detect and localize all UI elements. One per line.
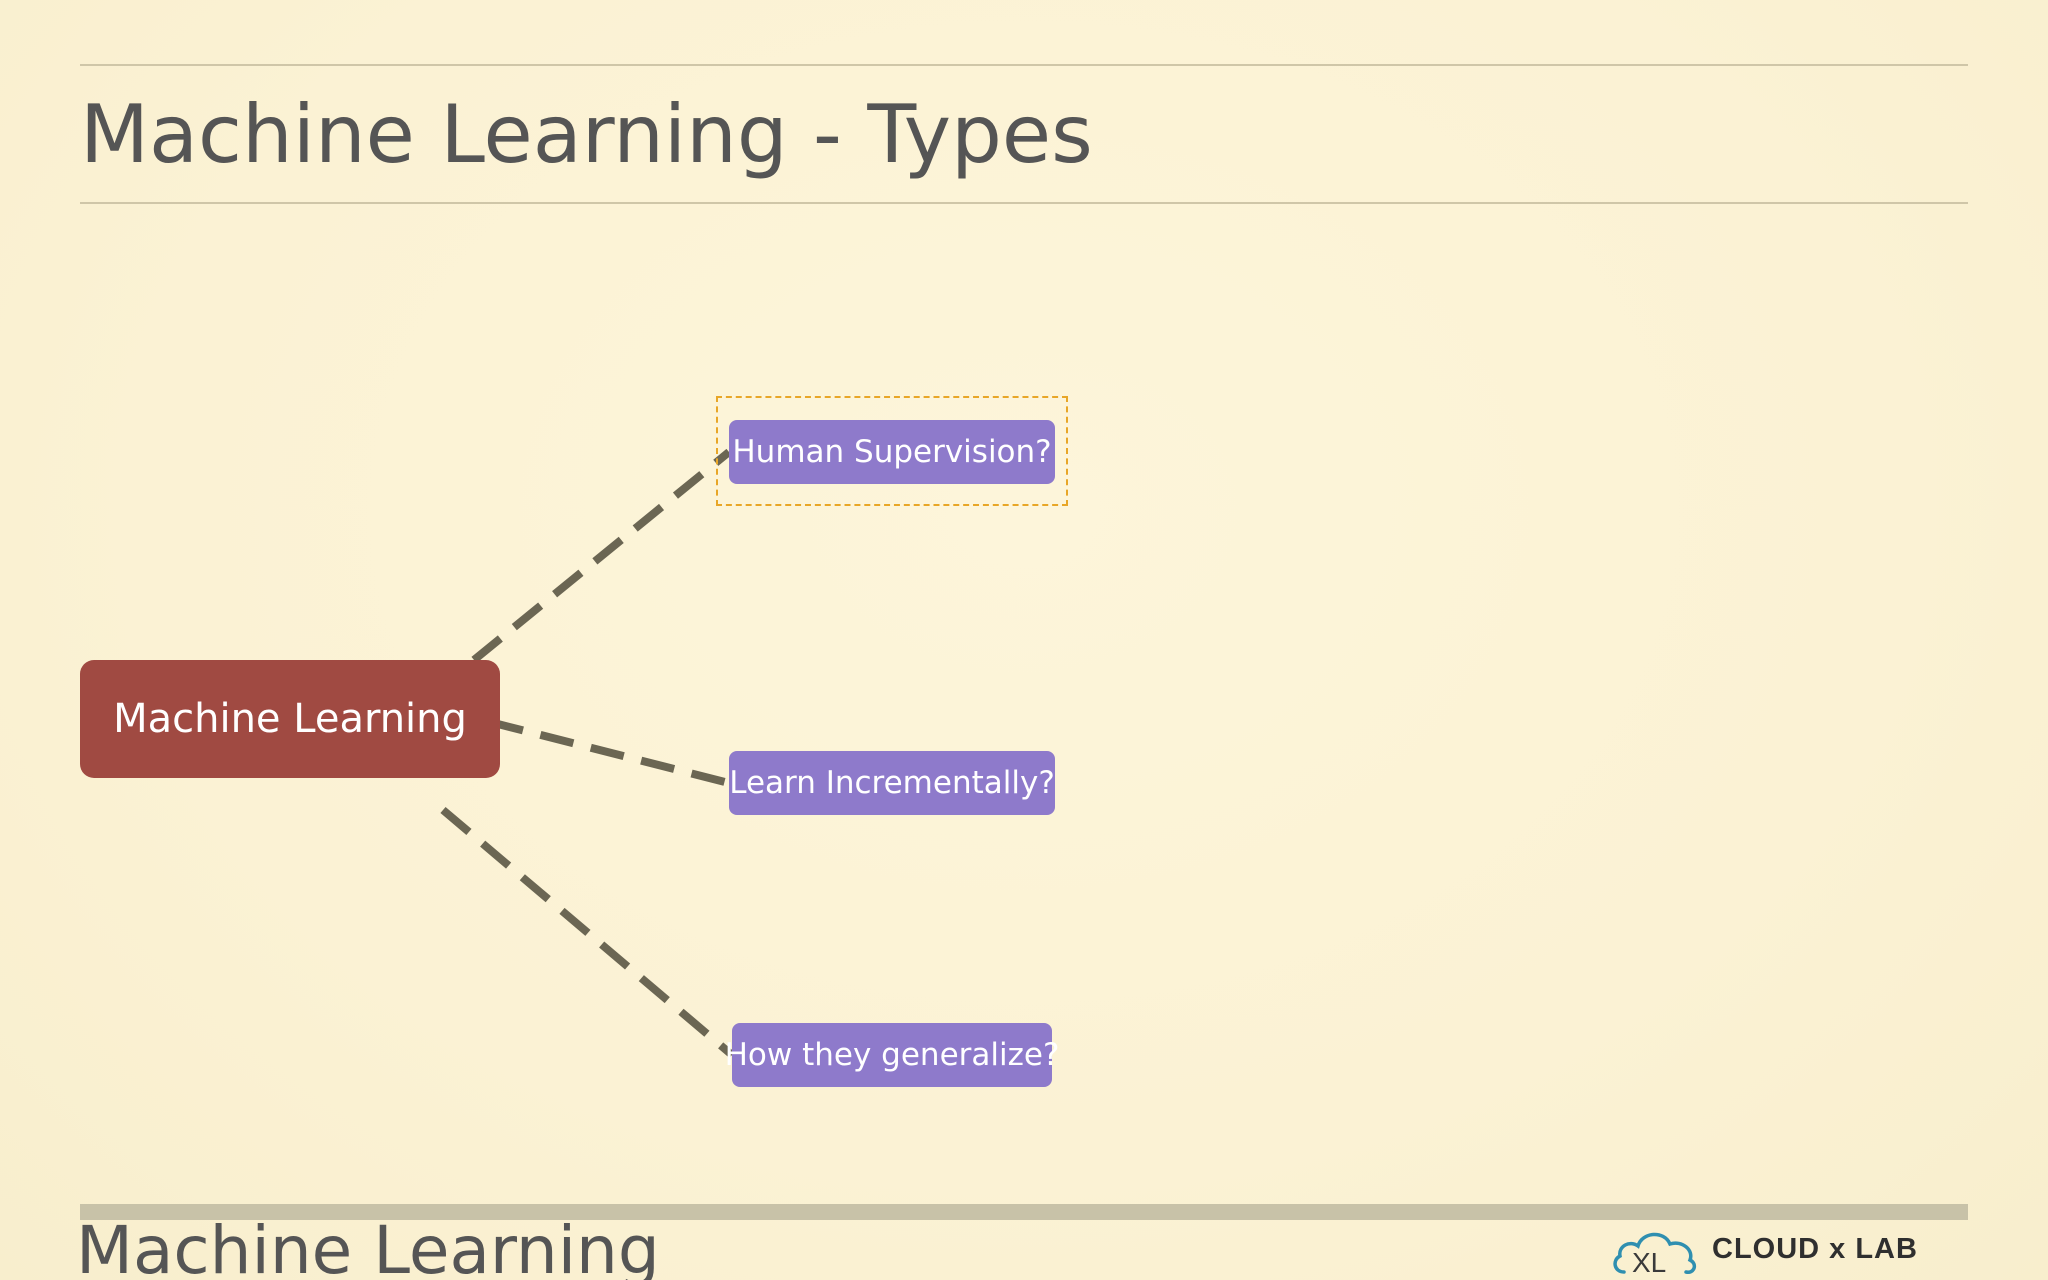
connector-human-supervision xyxy=(471,448,732,664)
footer-title: Machine Learning xyxy=(76,1212,660,1280)
slide-title: Machine Learning - Types xyxy=(80,88,1093,181)
node-label: Human Supervision? xyxy=(732,434,1052,470)
node-how-they-generalize[interactable]: How they generalize? xyxy=(725,1023,1059,1087)
top-divider xyxy=(80,64,1968,66)
root-node-label: Machine Learning xyxy=(113,696,467,742)
connector-learn-incrementally xyxy=(489,718,730,787)
connector-generalize xyxy=(440,806,735,1059)
selection-box xyxy=(716,396,1068,506)
title-divider xyxy=(80,202,1968,204)
logo-text: CLOUD x LAB xyxy=(1712,1232,1918,1265)
logo-icon-text: XL xyxy=(1632,1247,1666,1276)
node-learn-incrementally[interactable]: Learn Incrementally? xyxy=(729,751,1055,815)
node-human-supervision[interactable]: Human Supervision? xyxy=(729,420,1055,484)
cloud-icon: XL xyxy=(1613,1232,1697,1276)
cloudxlab-logo: XL CLOUD x LAB xyxy=(1610,1222,1918,1276)
footer-divider xyxy=(80,1204,1968,1220)
root-node-machine-learning[interactable]: Machine Learning xyxy=(80,660,500,778)
node-label: Learn Incrementally? xyxy=(729,765,1055,801)
node-label: How they generalize? xyxy=(724,1037,1060,1073)
